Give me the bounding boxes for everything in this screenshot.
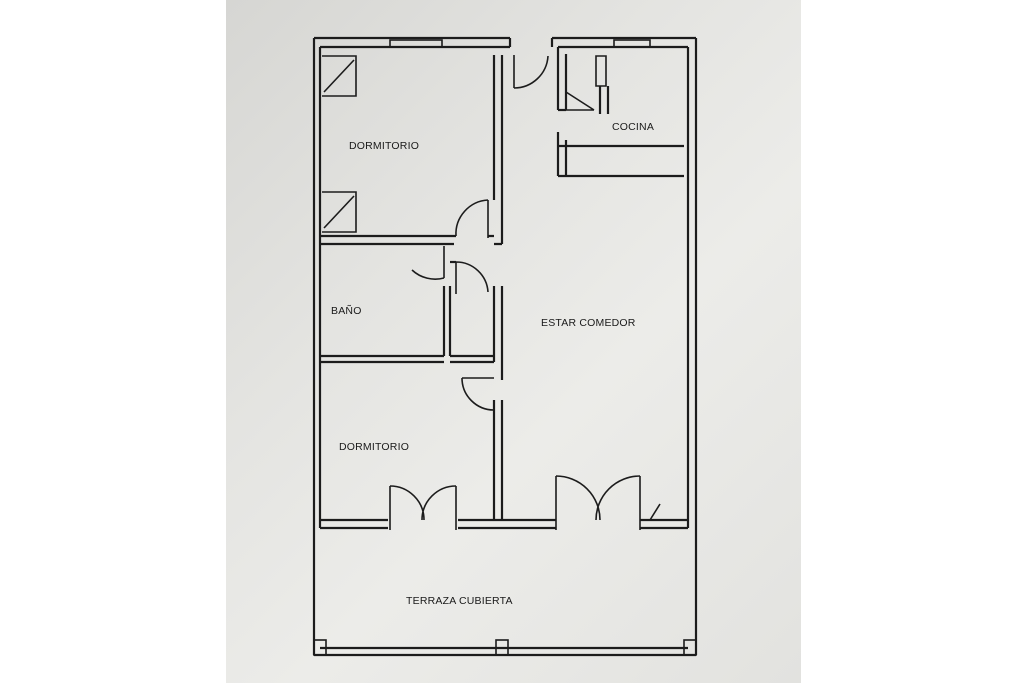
terraza-columns (313, 639, 697, 656)
wall-bottom (314, 646, 696, 657)
window-top-dormitorio (389, 39, 443, 48)
cocina-walls (556, 47, 684, 178)
label-bano: BAÑO (331, 304, 362, 317)
wall-right (686, 38, 698, 655)
bano-walls (320, 246, 504, 380)
paper-sheet (226, 0, 801, 683)
label-dormitorio-top: DORMITORIO (349, 140, 419, 152)
label-terraza: TERRAZA CUBIERTA (406, 595, 513, 607)
exterior-walls (312, 36, 698, 657)
entrance-door (508, 38, 554, 89)
label-dormitorio-bottom: DORMITORIO (339, 441, 409, 453)
dormitorio-bottom-walls (320, 377, 556, 530)
label-estar-comedor: ESTAR COMEDOR (541, 317, 636, 329)
wall-left (312, 38, 322, 655)
label-cocina: COCINA (612, 121, 654, 133)
window-top-cocina (613, 39, 651, 48)
estar-comedor-walls (555, 475, 688, 530)
dormitorio-top-walls (320, 55, 504, 246)
